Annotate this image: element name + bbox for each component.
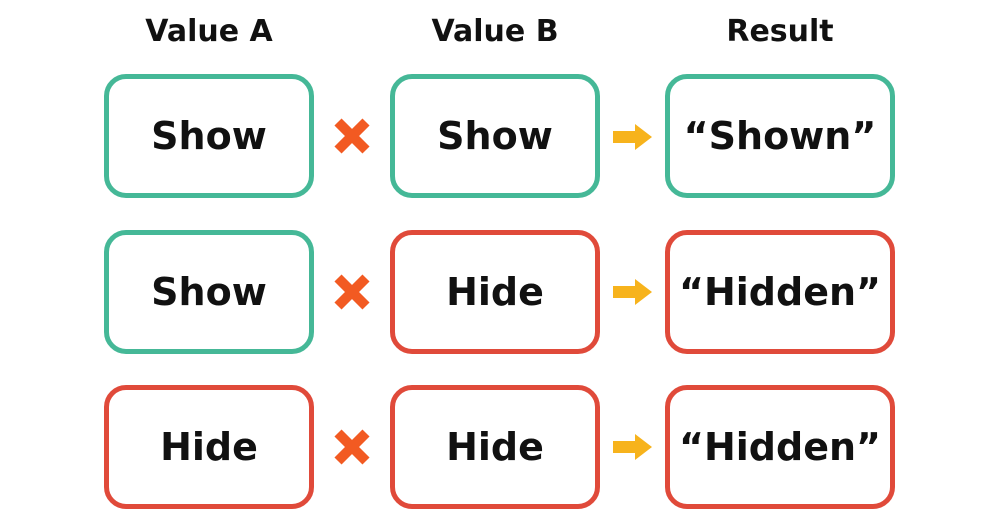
row-2-value-b-box: Hide	[390, 230, 600, 354]
row-3-value-a-box: Hide	[104, 385, 314, 509]
row-3-value-b-box: Hide	[390, 385, 600, 509]
row-1-value-a-box: Show	[104, 74, 314, 198]
row-3-arrow-right-icon	[613, 432, 653, 462]
row-2-multiply-x-icon	[331, 271, 373, 313]
row-2-arrow-right-icon	[613, 277, 653, 307]
row-1-result-box: “Shown”	[665, 74, 895, 198]
header-result: Result	[726, 14, 834, 49]
row-1-value-b-box: Show	[390, 74, 600, 198]
row-1-arrow-right-icon	[613, 122, 653, 152]
row-2-value-a-box: Show	[104, 230, 314, 354]
row-1-multiply-x-icon	[331, 115, 373, 157]
row-3-result-box: “Hidden”	[665, 385, 895, 509]
header-value-b: Value B	[431, 14, 559, 49]
row-2-result-box: “Hidden”	[665, 230, 895, 354]
header-value-a: Value A	[145, 14, 273, 49]
row-3-multiply-x-icon	[331, 426, 373, 468]
